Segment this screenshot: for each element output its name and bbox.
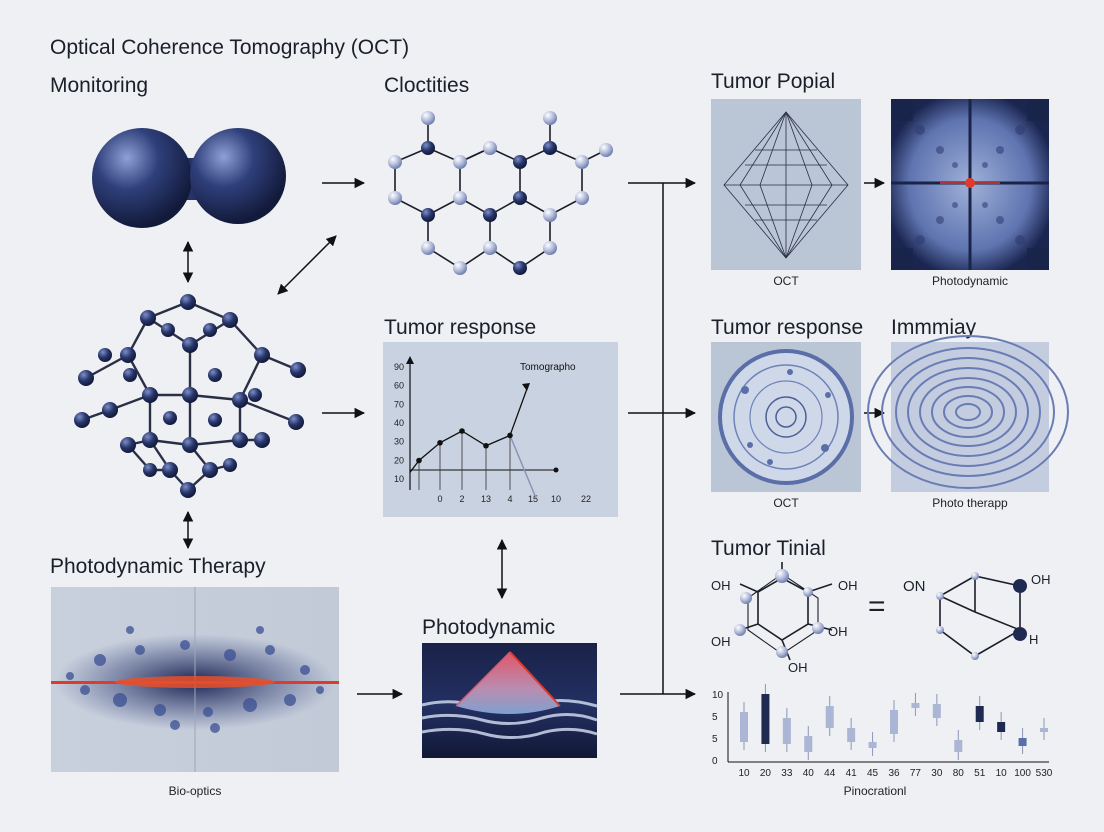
chem-label-oh-4: OH: [828, 624, 848, 639]
x-tick-label: 10: [738, 768, 750, 779]
x-tick-label: 20: [760, 768, 772, 779]
x-tick-label: 77: [910, 768, 922, 779]
bar-mark: [869, 742, 877, 748]
data-point: [483, 443, 489, 449]
oct-wireframe-panel: [711, 99, 861, 270]
y-tick-label: 0: [712, 756, 718, 767]
bar-mark: [826, 706, 834, 728]
hexagon-molecule-atoms: [388, 111, 613, 275]
data-point: [416, 458, 422, 464]
x-tick-label: 100: [1014, 768, 1031, 779]
chem-label-on: ON: [903, 578, 926, 595]
bar-mark: [847, 728, 855, 742]
y-tick-label: 10: [394, 474, 404, 484]
x-tick-label: 51: [974, 768, 986, 779]
x-tick-label: 530: [1036, 768, 1053, 779]
y-tick-label: 70: [394, 399, 404, 409]
lattice-molecule-atoms: [74, 294, 306, 498]
bar-mark: [783, 718, 791, 744]
chemical-structure-right: [940, 576, 1020, 656]
bar-mark: [1040, 728, 1048, 732]
bar-mark: [740, 712, 748, 742]
oct-circle-panel: [711, 342, 861, 492]
dumbbell-molecule-icon: [92, 128, 286, 228]
bio-optics-panel: [51, 587, 339, 772]
x-tick-label: 2: [459, 494, 464, 504]
bar-mark: [976, 706, 984, 722]
chem-label-oh-2: OH: [838, 578, 858, 593]
x-tick-label: 30: [931, 768, 943, 779]
bar-mark: [804, 736, 812, 752]
data-point: [437, 440, 443, 446]
bar-mark: [997, 722, 1005, 732]
bar-mark: [761, 694, 769, 744]
bar-chart: 10 5 5 0 10 20 33 40 44 41 45 36 77 30 80 51 10 100 530: [712, 684, 1053, 779]
line-chart-frame: [383, 342, 618, 517]
x-tick-label: 41: [846, 768, 858, 779]
data-point: [507, 433, 513, 439]
x-tick-label: 80: [953, 768, 965, 779]
y-tick-label: 10: [712, 690, 724, 701]
photodynamic-cross-panel: [891, 99, 1049, 270]
y-tick-label: 60: [394, 381, 404, 391]
x-tick-label: 13: [481, 494, 491, 504]
chem-label-oh-1: OH: [711, 578, 731, 593]
y-tick-label: 90: [394, 362, 404, 372]
x-tick-label: 0: [437, 494, 442, 504]
chemical-right-atoms: [936, 572, 1027, 660]
bar-mark: [1019, 738, 1027, 746]
x-tick-label: 22: [581, 494, 591, 504]
bar-mark: [890, 710, 898, 734]
x-tick-label: 10: [996, 768, 1008, 779]
x-tick-label: 45: [867, 768, 879, 779]
x-tick-label: 10: [551, 494, 561, 504]
x-tick-label: 15: [528, 494, 538, 504]
bar-mark: [954, 740, 962, 752]
y-tick-label: 5: [712, 712, 718, 723]
chem-label-oh-right: OH: [1031, 572, 1051, 587]
x-tick-label: 40: [803, 768, 815, 779]
chart-annotation: Tomographo: [520, 362, 576, 373]
y-tick-label: 5: [712, 734, 718, 745]
x-tick-label: 33: [781, 768, 793, 779]
y-tick-label: 40: [394, 418, 404, 428]
bar-mark: [911, 703, 919, 708]
y-tick-label: 20: [394, 455, 404, 465]
data-point: [459, 428, 465, 434]
chem-label-oh-3: OH: [711, 634, 731, 649]
swirl-pattern-panel: [868, 336, 1068, 492]
photodynamic-cone-panel: [422, 643, 597, 758]
x-tick-label: 4: [507, 494, 512, 504]
baseline-end-point: [554, 468, 559, 473]
x-tick-label: 36: [888, 768, 900, 779]
y-tick-label: 30: [394, 437, 404, 447]
x-tick-label: 44: [824, 768, 836, 779]
bar-mark: [933, 704, 941, 718]
chem-label-oh-5: OH: [788, 660, 808, 675]
equals-sign: =: [868, 590, 886, 624]
chem-label-h: H: [1029, 632, 1038, 647]
